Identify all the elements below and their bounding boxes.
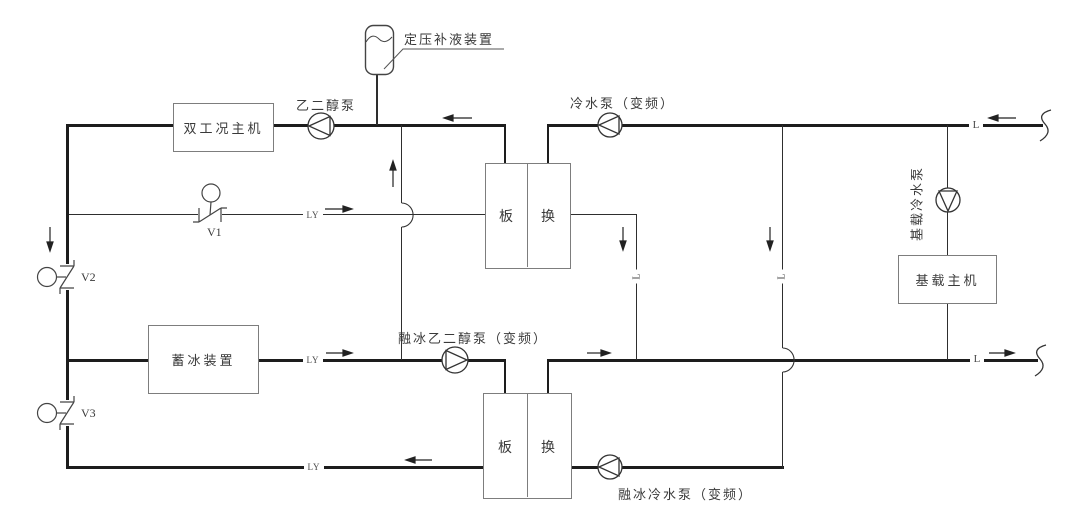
ice-melt-water-pump-label: 融冰冷水泵（变频） bbox=[618, 488, 754, 503]
pipe-hop-icon bbox=[401, 202, 795, 373]
pipe-hx1-water-out bbox=[569, 214, 637, 216]
pipe-tag-ly: LY bbox=[304, 461, 324, 473]
heat-exchanger-1-box bbox=[485, 163, 571, 269]
pipe-tag-l: L bbox=[969, 119, 983, 132]
pipe-glycol-supply-top bbox=[66, 124, 506, 127]
valve-v2-label: V2 bbox=[81, 270, 96, 284]
leader-line bbox=[383, 48, 504, 70]
flow-arrow-right-icon bbox=[989, 349, 1016, 357]
dual-mode-chiller-label: 双工况主机 bbox=[183, 122, 264, 137]
flow-arrow-up-icon bbox=[389, 159, 397, 187]
flow-arrow-down-icon bbox=[619, 227, 627, 252]
pipe-left-riser bbox=[66, 124, 69, 469]
pipe-chilled-water-top bbox=[547, 124, 1043, 127]
pipe-tag-ly: LY bbox=[303, 209, 323, 221]
valve-v3-icon bbox=[36, 396, 75, 430]
ice-storage-box: 蓄冰装置 bbox=[148, 325, 259, 394]
valve-v3-label: V3 bbox=[81, 406, 96, 420]
pipe-melt-glycol-riser-lower bbox=[401, 227, 403, 360]
glycol-pump-label: 乙二醇泵 bbox=[296, 99, 357, 114]
flow-arrow-left-icon bbox=[987, 114, 1016, 122]
glycol-pump-icon bbox=[307, 112, 335, 140]
pipe-water-branch-lower bbox=[782, 372, 784, 469]
valve-v1-icon bbox=[193, 183, 227, 223]
pipe-tank-drop bbox=[376, 73, 378, 125]
base-load-chiller-box: 基载主机 bbox=[898, 255, 997, 304]
pipe-melt-glycol-riser-upper bbox=[401, 125, 403, 203]
expansion-tank-icon bbox=[364, 24, 504, 76]
valve-v2-icon bbox=[36, 260, 75, 294]
pipe-tag-l-vertical: L bbox=[775, 269, 789, 284]
flow-arrow-right-icon bbox=[587, 349, 612, 357]
chilled-water-pump-label: 冷水泵（变频） bbox=[570, 97, 676, 112]
pipe-tag-l: L bbox=[970, 353, 984, 366]
dual-mode-chiller-box: 双工况主机 bbox=[173, 103, 274, 152]
base-load-chiller-label: 基载主机 bbox=[915, 274, 980, 289]
flow-arrow-left-icon bbox=[442, 114, 472, 122]
pipe-ice-storage-west bbox=[66, 359, 148, 362]
pipe-bottom-glycol-return bbox=[66, 466, 484, 469]
base-load-water-pump-label: 基载冷水泵 bbox=[910, 166, 926, 242]
flow-arrow-down-icon bbox=[46, 227, 54, 253]
heat-exchanger-1-left-char: 板 bbox=[499, 209, 513, 225]
pipe-glycol-return-mid bbox=[67, 214, 485, 216]
pipe-hx1-top-right-stub bbox=[547, 125, 549, 163]
base-load-water-pump-icon bbox=[935, 187, 961, 213]
pipe-hx2-top-right-stub bbox=[547, 360, 549, 393]
pipe-base-load-branch bbox=[947, 125, 949, 360]
ice-melt-glycol-pump-icon bbox=[441, 346, 469, 374]
expansion-tank-label: 定压补液装置 bbox=[404, 33, 495, 48]
flow-arrow-down-icon bbox=[766, 227, 774, 252]
flow-arrow-right-icon bbox=[326, 349, 354, 357]
pipe-water-branch-upper bbox=[782, 125, 784, 348]
flow-arrow-left-icon bbox=[404, 456, 432, 464]
heat-exchanger-1-right-char: 换 bbox=[541, 209, 555, 225]
pipe-tag-ly: LY bbox=[303, 354, 323, 366]
ice-storage-label: 蓄冰装置 bbox=[171, 354, 236, 369]
heat-exchanger-2-left-char: 板 bbox=[498, 440, 512, 456]
pipe-break-icon bbox=[1034, 109, 1052, 377]
pipe-chilled-water-return bbox=[547, 359, 1038, 362]
flow-arrow-right-icon bbox=[325, 205, 354, 213]
valve-v1-label: V1 bbox=[207, 225, 222, 239]
pipe-hx1-top-left-stub bbox=[504, 125, 506, 163]
heat-exchanger-1-divider bbox=[527, 163, 528, 267]
chilled-water-pump-icon bbox=[597, 112, 623, 138]
pipe-bottom-water bbox=[570, 466, 784, 469]
ice-melt-glycol-pump-label: 融冰乙二醇泵（变频） bbox=[398, 332, 549, 347]
flow-arrow-icons bbox=[46, 114, 1016, 464]
heat-exchanger-2-right-char: 换 bbox=[541, 440, 555, 456]
pipe-tag-l-vertical: L bbox=[630, 269, 644, 284]
pipe-hx1-water-down bbox=[636, 215, 638, 360]
ice-melt-water-pump-icon bbox=[597, 454, 623, 480]
heat-exchanger-2-divider bbox=[527, 393, 528, 497]
pipe-hx2-top-left-stub bbox=[504, 360, 506, 393]
pipe-ice-melt-glycol bbox=[257, 359, 506, 362]
